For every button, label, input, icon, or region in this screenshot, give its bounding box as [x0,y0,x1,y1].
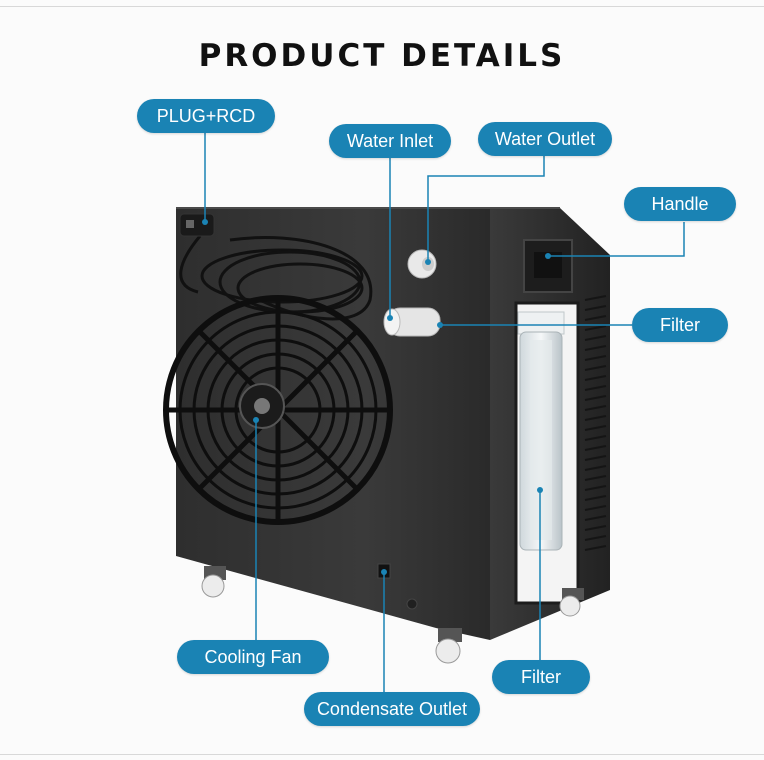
label-filter-bottom: Filter [492,660,590,694]
label-condensate-outlet: Condensate Outlet [304,692,480,726]
label-water-inlet: Water Inlet [329,124,451,158]
fan-guard [163,295,393,525]
label-plug-rcd: PLUG+RCD [137,99,275,133]
label-handle: Handle [624,187,736,221]
leader-lines [204,132,685,692]
plug-rcd-unit [179,213,215,237]
casters [201,566,584,664]
page-title: PRODUCT DETAILS [198,38,566,74]
top-divider [0,6,764,7]
label-cooling-fan: Cooling Fan [177,640,329,674]
label-water-outlet: Water Outlet [478,122,612,156]
bottom-divider [0,754,764,755]
label-filter-top: Filter [632,308,728,342]
